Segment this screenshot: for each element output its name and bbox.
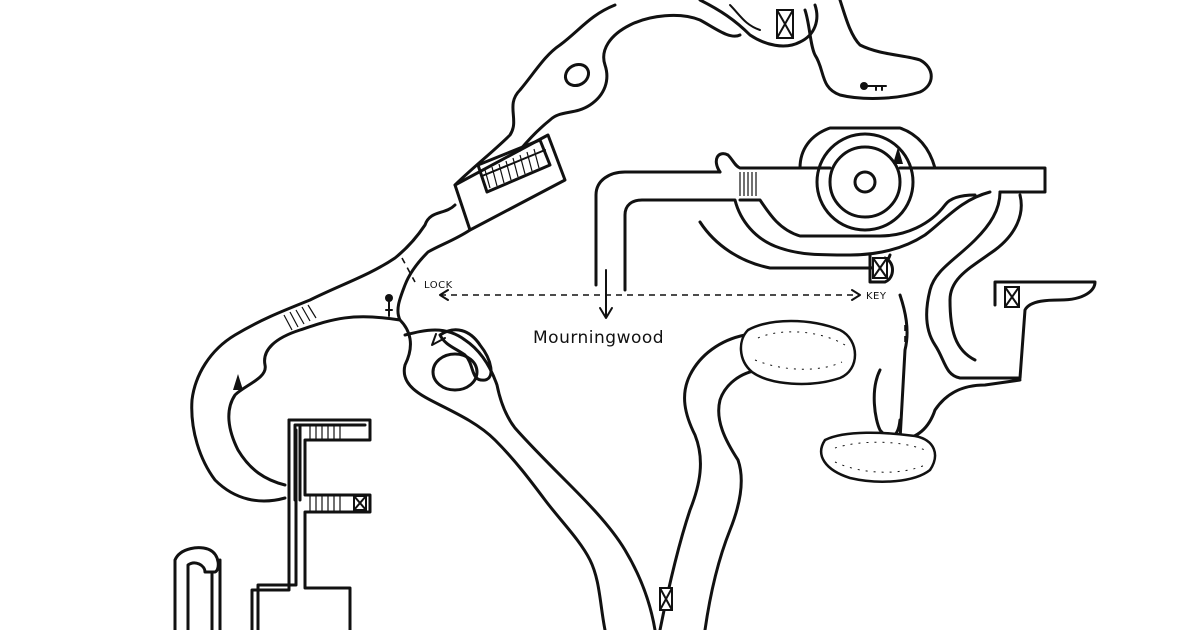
- southwest-structure: [173, 418, 372, 630]
- north-tunnel: [453, 0, 933, 187]
- door-icon: [776, 9, 794, 39]
- west-tunnel: [190, 203, 472, 503]
- area-name-label: Mourningwood: [533, 328, 664, 348]
- south-tunnel: [658, 333, 762, 630]
- keyhole-icon: [385, 294, 393, 317]
- lock-label: LOCK: [424, 280, 453, 291]
- stairs-icon: [283, 304, 317, 331]
- central-shaft: [594, 170, 722, 319]
- central-tunnels: [398, 318, 657, 630]
- east-complex: [698, 126, 1097, 442]
- marker-icon: [893, 147, 903, 164]
- marker-icon: [233, 374, 243, 390]
- boulder: [739, 319, 857, 386]
- key-icon: [860, 82, 887, 91]
- key-label: KEY: [866, 291, 887, 302]
- stairs-icon: [453, 133, 567, 232]
- boulder: [819, 431, 937, 483]
- lock-key-link: [439, 289, 861, 301]
